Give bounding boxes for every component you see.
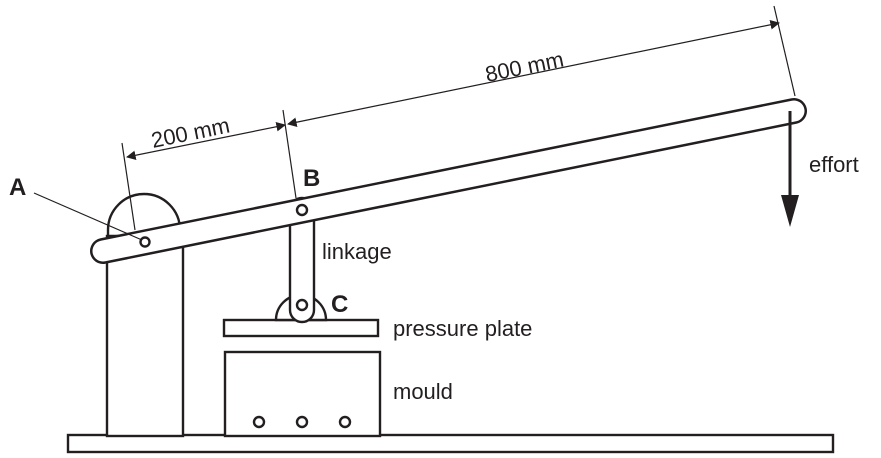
pin-b (295, 203, 309, 217)
mould-hole (252, 415, 266, 429)
dim-extension-right (773, 5, 796, 97)
effort-arrow-head (781, 195, 799, 227)
label-dim-200: 200 mm (149, 113, 232, 153)
label-point-c: C (331, 291, 348, 318)
label-pressure-plate: pressure plate (393, 316, 532, 341)
label-mould: mould (393, 379, 453, 404)
label-dim-800: 800 mm (483, 47, 566, 87)
label-linkage: linkage (322, 239, 392, 264)
label-effort: effort (809, 152, 859, 177)
pivot-column (105, 234, 185, 438)
mould-hole (295, 415, 309, 429)
lever-fill (92, 100, 805, 262)
pin-c (295, 298, 309, 312)
pin-a (139, 236, 151, 248)
leader-a (33, 192, 143, 241)
label-point-a: A (9, 174, 26, 201)
dim-arrow-800 (287, 20, 780, 127)
dim-arrow-200 (126, 122, 286, 160)
mould-hole (338, 415, 352, 429)
label-point-b: B (303, 165, 320, 192)
dim-extension-left (121, 142, 136, 231)
base-board (66, 433, 835, 454)
